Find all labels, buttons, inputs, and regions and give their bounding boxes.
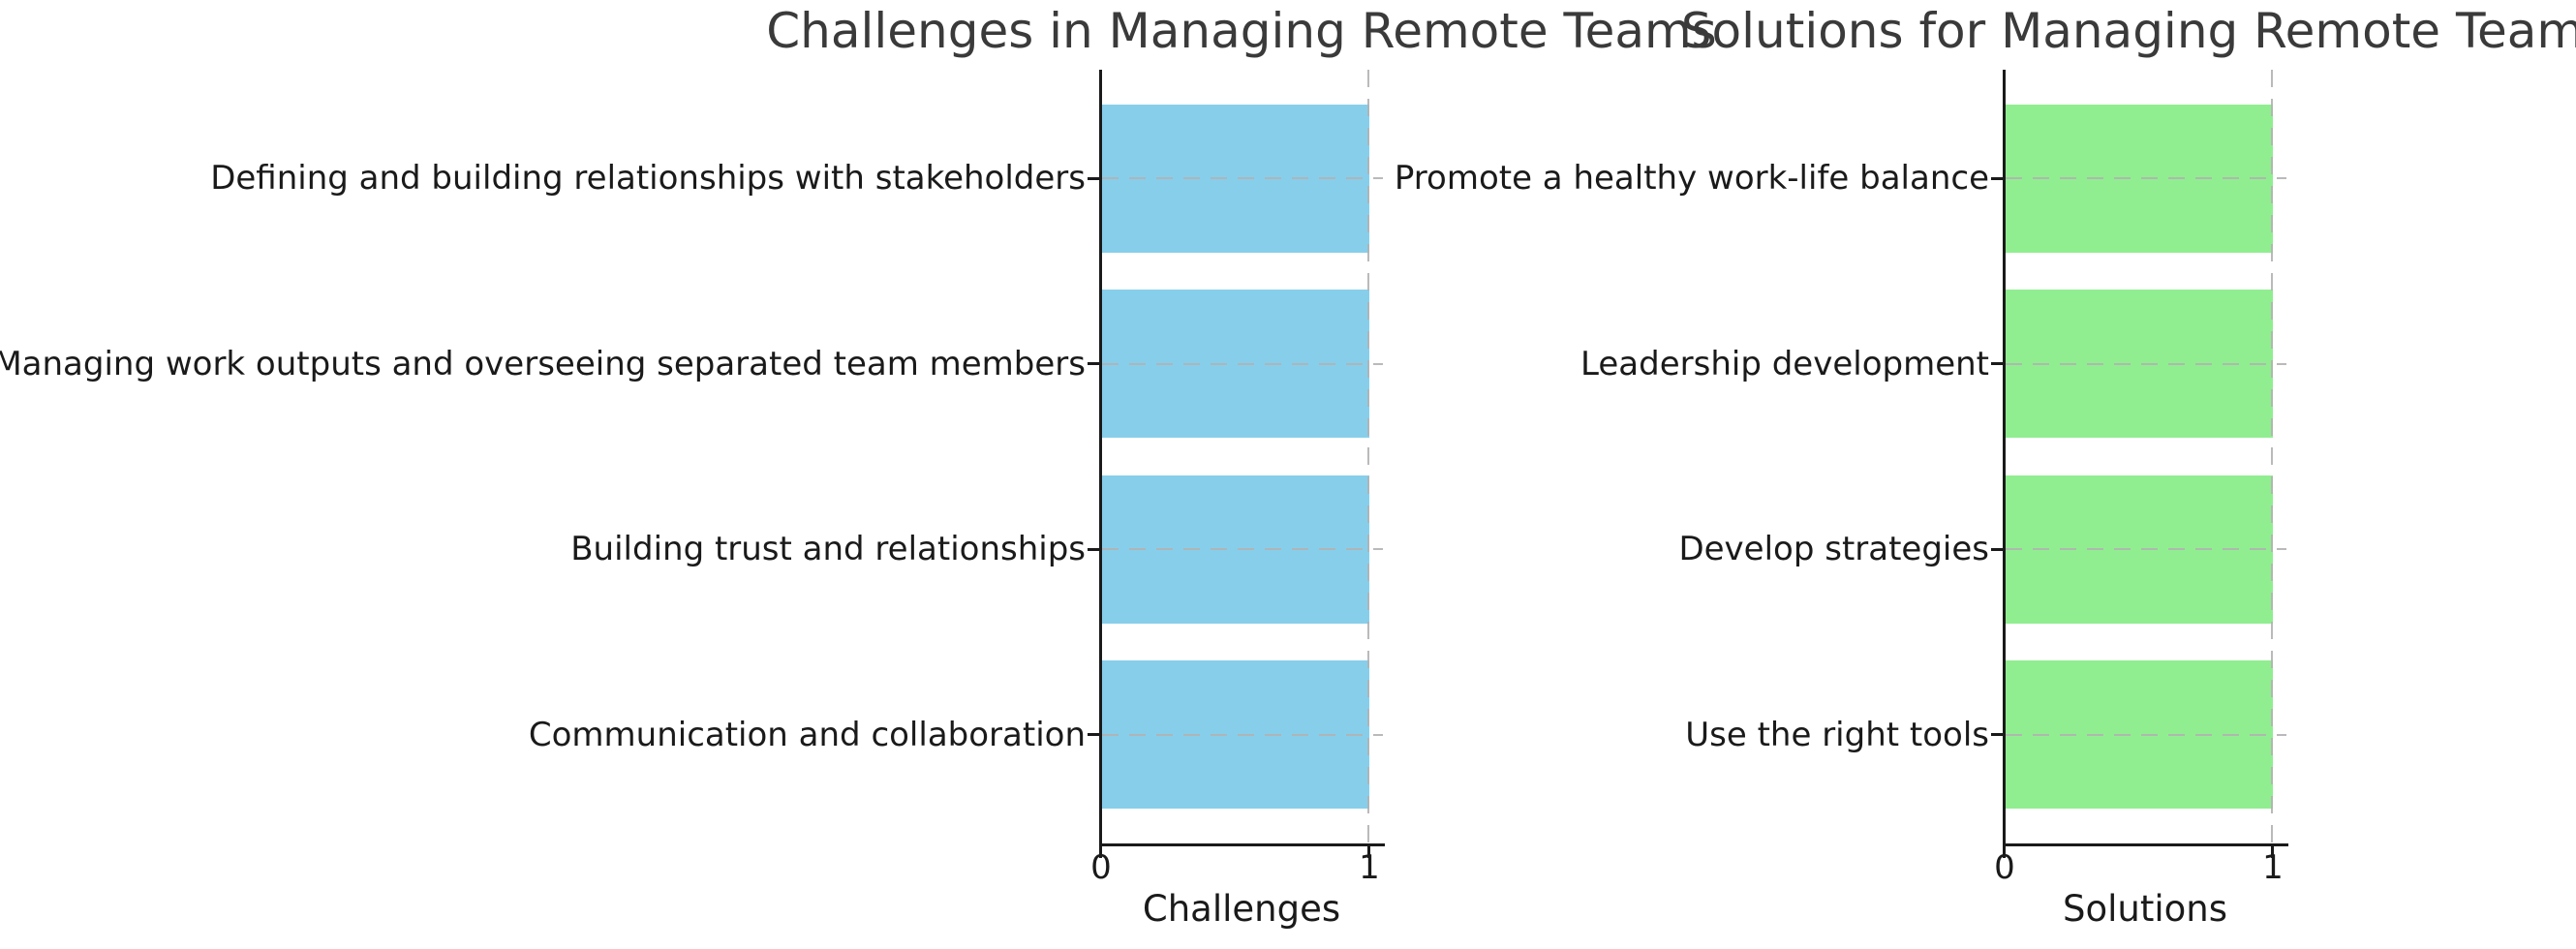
x-axis-spine <box>1099 843 1385 846</box>
bar <box>2006 660 2273 809</box>
gridline <box>2006 363 2286 365</box>
gridline <box>1102 548 1383 550</box>
category-label: Communication and collaboration <box>528 716 1086 754</box>
y-tick <box>1991 733 2003 736</box>
x-tick-label: 0 <box>1090 848 1112 887</box>
bar <box>2006 475 2273 624</box>
bar <box>2006 105 2273 253</box>
gridline <box>1102 363 1383 365</box>
category-label: Develop strategies <box>1678 530 1989 568</box>
category-label: Promote a healthy work-life balance <box>1394 159 1989 198</box>
y-tick <box>1088 548 1099 551</box>
gridline <box>2271 70 2273 843</box>
category-label: Leadership development <box>1580 345 1989 383</box>
x-tick <box>1099 846 1102 858</box>
plot-area <box>2006 70 2286 843</box>
chart-title: Solutions for Managing Remote Teams <box>1680 3 2576 59</box>
bar <box>1102 105 1369 253</box>
bar <box>1102 475 1369 624</box>
category-label: Managing work outputs and overseeing sep… <box>0 345 1086 383</box>
gridline <box>2006 177 2286 179</box>
gridline <box>2006 734 2286 736</box>
bar <box>2006 290 2273 438</box>
gridline <box>1367 70 1369 843</box>
x-tick-label: 1 <box>2262 848 2284 887</box>
x-tick <box>1367 846 1370 858</box>
y-tick <box>1991 177 2003 180</box>
y-tick <box>1088 733 1099 736</box>
y-axis-spine <box>1099 70 1102 846</box>
gridline <box>1102 734 1383 736</box>
x-tick-label: 0 <box>1994 848 2015 887</box>
plot-area <box>1102 70 1383 843</box>
category-label: Use the right tools <box>1685 716 1989 754</box>
y-tick <box>1991 548 2003 551</box>
category-label: Building trust and relationships <box>570 530 1086 568</box>
chart-title: Challenges in Managing Remote Teams <box>766 3 1717 59</box>
category-label: Defining and building relationships with… <box>210 159 1086 198</box>
bar <box>1102 290 1369 438</box>
y-tick <box>1991 362 2003 365</box>
y-tick <box>1088 177 1099 180</box>
x-axis-spine <box>2003 843 2288 846</box>
x-tick-label: 1 <box>1359 848 1380 887</box>
x-tick <box>2271 846 2274 858</box>
y-axis-spine <box>2003 70 2006 846</box>
bar <box>1102 660 1369 809</box>
gridline <box>1102 177 1383 179</box>
x-axis-label: Solutions <box>2062 888 2227 930</box>
y-tick <box>1088 362 1099 365</box>
gridline <box>2006 548 2286 550</box>
x-axis-label: Challenges <box>1142 888 1341 930</box>
x-tick <box>2003 846 2006 858</box>
